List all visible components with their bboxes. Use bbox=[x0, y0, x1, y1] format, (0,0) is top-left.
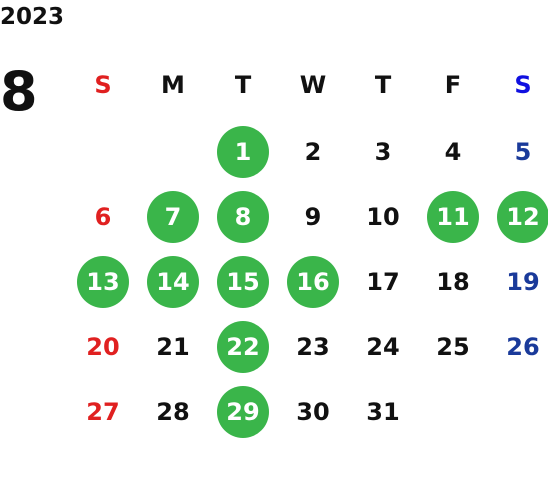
calendar-day-marked[interactable]: 29 bbox=[208, 379, 278, 444]
calendar-day-empty bbox=[488, 379, 548, 444]
day-number: 17 bbox=[366, 267, 400, 296]
day-number: 19 bbox=[506, 267, 540, 296]
calendar-day-marked[interactable]: 8 bbox=[208, 184, 278, 249]
day-number: 26 bbox=[506, 332, 540, 361]
calendar-week-row: 13 14 15 16 17 18 19 bbox=[68, 249, 548, 314]
calendar-day-marked[interactable]: 12 bbox=[488, 184, 548, 249]
day-number: 9 bbox=[304, 202, 322, 231]
weekday-header: T bbox=[234, 70, 252, 99]
calendar-day-marked[interactable]: 1 bbox=[208, 119, 278, 184]
day-number: 28 bbox=[156, 397, 190, 426]
calendar-week-row: 1 2 3 4 5 bbox=[68, 119, 548, 184]
day-number: 31 bbox=[366, 397, 400, 426]
calendar-day[interactable]: 19 bbox=[488, 249, 548, 314]
calendar-day[interactable]: 9 bbox=[278, 184, 348, 249]
day-number: 11 bbox=[427, 190, 479, 243]
calendar-day[interactable]: 30 bbox=[278, 379, 348, 444]
day-number bbox=[497, 386, 548, 438]
calendar-day[interactable]: 25 bbox=[418, 314, 488, 379]
weekday-header: W bbox=[299, 70, 327, 99]
calendar-year: 2023 bbox=[0, 4, 65, 30]
weekday-header: F bbox=[444, 70, 462, 99]
day-number: 14 bbox=[147, 255, 199, 308]
calendar-day[interactable]: 6 bbox=[68, 184, 138, 249]
calendar-month: 8 bbox=[0, 60, 38, 123]
day-number: 2 bbox=[304, 137, 322, 166]
calendar-day[interactable]: 26 bbox=[488, 314, 548, 379]
day-number: 13 bbox=[77, 255, 129, 308]
day-number: 10 bbox=[366, 202, 400, 231]
calendar-day[interactable]: 17 bbox=[348, 249, 418, 314]
weekday-header: S bbox=[514, 70, 532, 99]
day-number: 21 bbox=[156, 332, 190, 361]
day-number: 4 bbox=[444, 137, 462, 166]
calendar-day[interactable]: 5 bbox=[488, 119, 548, 184]
day-number: 12 bbox=[497, 190, 548, 243]
calendar-day-marked[interactable]: 22 bbox=[208, 314, 278, 379]
day-number: 30 bbox=[296, 397, 330, 426]
day-number: 29 bbox=[217, 385, 269, 438]
calendar-day[interactable]: 18 bbox=[418, 249, 488, 314]
calendar-week-row: 20 21 22 23 24 25 26 bbox=[68, 314, 548, 379]
day-number: 23 bbox=[296, 332, 330, 361]
day-number bbox=[77, 126, 129, 178]
weekday-header: M bbox=[161, 70, 185, 99]
calendar-day[interactable]: 24 bbox=[348, 314, 418, 379]
weekday-header: T bbox=[374, 70, 392, 99]
day-number: 22 bbox=[217, 320, 269, 373]
calendar-day-marked[interactable]: 14 bbox=[138, 249, 208, 314]
calendar-day[interactable]: 2 bbox=[278, 119, 348, 184]
day-number: 5 bbox=[514, 137, 532, 166]
calendar-day-marked[interactable]: 16 bbox=[278, 249, 348, 314]
weekday-header: S bbox=[94, 70, 112, 99]
calendar-day[interactable]: 28 bbox=[138, 379, 208, 444]
day-number: 20 bbox=[86, 332, 120, 361]
calendar-day-marked[interactable]: 15 bbox=[208, 249, 278, 314]
calendar-day-marked[interactable]: 7 bbox=[138, 184, 208, 249]
calendar-day[interactable]: 20 bbox=[68, 314, 138, 379]
calendar-day-marked[interactable]: 13 bbox=[68, 249, 138, 314]
calendar-day[interactable]: 21 bbox=[138, 314, 208, 379]
calendar-day[interactable]: 31 bbox=[348, 379, 418, 444]
calendar-day-empty bbox=[418, 379, 488, 444]
day-number bbox=[427, 386, 479, 438]
calendar-week-row: 27 28 29 30 31 bbox=[68, 379, 548, 444]
day-number: 27 bbox=[86, 397, 120, 426]
calendar-day-empty bbox=[138, 119, 208, 184]
day-number: 3 bbox=[374, 137, 392, 166]
day-number: 24 bbox=[366, 332, 400, 361]
calendar-day-marked[interactable]: 11 bbox=[418, 184, 488, 249]
day-number: 18 bbox=[436, 267, 470, 296]
calendar-day[interactable]: 23 bbox=[278, 314, 348, 379]
calendar-day-empty bbox=[68, 119, 138, 184]
calendar-day[interactable]: 3 bbox=[348, 119, 418, 184]
day-number: 8 bbox=[217, 190, 269, 243]
day-number: 15 bbox=[217, 255, 269, 308]
day-number: 7 bbox=[147, 190, 199, 243]
day-number: 16 bbox=[287, 255, 339, 308]
day-number bbox=[147, 126, 199, 178]
day-number: 1 bbox=[217, 125, 269, 178]
day-number: 25 bbox=[436, 332, 470, 361]
day-number: 6 bbox=[94, 202, 112, 231]
calendar-day[interactable]: 10 bbox=[348, 184, 418, 249]
calendar-day[interactable]: 27 bbox=[68, 379, 138, 444]
calendar-day[interactable]: 4 bbox=[418, 119, 488, 184]
